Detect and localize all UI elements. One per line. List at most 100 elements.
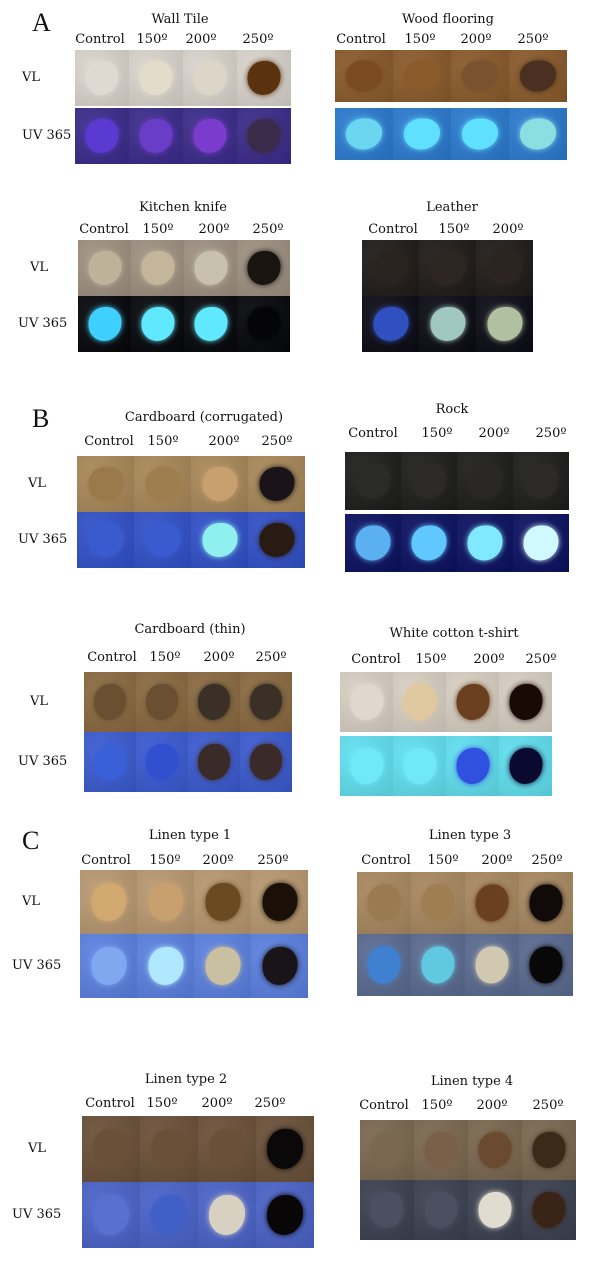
column-header: 200º	[473, 652, 505, 667]
stain-spot	[145, 523, 180, 557]
panel-title: Linen type 2	[144, 1072, 228, 1087]
vl-sample-photo	[468, 1120, 522, 1180]
uv-sample-photo	[393, 736, 446, 796]
uv-sample-photo	[345, 514, 401, 572]
vl-sample-photo	[77, 456, 134, 512]
stain-spot	[350, 748, 383, 784]
vl-sample-photo	[414, 1120, 468, 1180]
stain-spot	[532, 1132, 566, 1168]
stain-spot	[194, 307, 227, 341]
stain-spot	[478, 1192, 512, 1228]
uv-sample-photo	[414, 1180, 468, 1240]
stain-spot	[475, 884, 509, 922]
column-header: 150º	[404, 32, 436, 47]
column-header: 250º	[535, 426, 567, 441]
uv-sample-photo	[131, 296, 184, 352]
stain-spot	[370, 1132, 404, 1168]
vl-sample-photo	[136, 672, 188, 732]
uv-sample-photo	[251, 934, 308, 998]
stain-spot	[262, 947, 297, 985]
uv-sample-photo	[499, 736, 552, 796]
stain-spot	[403, 748, 436, 784]
uv-sample-photo	[451, 108, 509, 160]
section-letter: A	[32, 8, 51, 37]
uv-sample-photo	[78, 296, 131, 352]
stain-spot	[148, 883, 183, 921]
stain-spot	[91, 947, 126, 985]
uv-sample-photo	[519, 934, 573, 996]
stain-spot	[151, 1195, 187, 1235]
stain-spot	[91, 883, 126, 921]
column-header: 150º	[149, 650, 181, 665]
column-header: 150º	[421, 1098, 453, 1113]
panel-title: Cardboard (corrugated)	[124, 410, 284, 425]
vl-sample-photo	[82, 1116, 140, 1182]
stain-spot	[93, 1129, 129, 1169]
vl-sample-photo	[237, 240, 290, 296]
stain-spot	[509, 748, 542, 784]
uv-sample-photo	[237, 296, 290, 352]
stain-spot	[523, 525, 559, 561]
column-header: 200º	[492, 222, 524, 237]
stain-spot	[202, 467, 237, 501]
vl-sample-photo	[465, 872, 519, 934]
stain-spot	[139, 119, 173, 153]
vl-sample-photo	[75, 50, 129, 106]
stain-spot	[209, 1195, 245, 1235]
vl-sample-photo	[499, 672, 552, 732]
column-header: Control	[81, 853, 131, 868]
row-label-vl: VL	[28, 1141, 47, 1156]
stain-spot	[529, 884, 563, 922]
uv-sample-photo	[362, 296, 419, 352]
stain-spot	[247, 119, 281, 153]
uv-sample-photo	[335, 108, 393, 160]
panel-title: Linen type 3	[428, 828, 512, 843]
vl-sample-photo	[80, 870, 137, 934]
stain-spot	[350, 684, 383, 720]
stain-spot	[202, 523, 237, 557]
section-letter: C	[22, 826, 40, 855]
stain-spot	[88, 467, 123, 501]
column-header: 250º	[255, 650, 287, 665]
uv-sample-photo	[137, 934, 194, 998]
row-label-uv: UV 365	[12, 958, 62, 973]
vl-sample-photo	[184, 240, 237, 296]
vl-sample-photo	[198, 1116, 256, 1182]
column-header: 200º	[202, 853, 234, 868]
uv-sample-photo	[75, 108, 129, 164]
uv-sample-photo	[136, 732, 188, 792]
stain-spot	[209, 1129, 245, 1169]
row-label-vl: VL	[28, 476, 47, 491]
panel-title: Wall Tile	[151, 12, 209, 27]
vl-sample-photo	[134, 456, 191, 512]
uv-sample-photo	[468, 1180, 522, 1240]
stain-spot	[346, 60, 382, 92]
column-header: 150º	[415, 652, 447, 667]
column-header: 200º	[208, 434, 240, 449]
stain-spot	[467, 463, 503, 499]
stain-spot	[247, 61, 281, 95]
panel-title: Linen type 1	[148, 828, 232, 843]
stain-spot	[205, 883, 240, 921]
stain-spot	[250, 744, 282, 780]
uv-sample-photo	[340, 736, 393, 796]
stain-spot	[373, 307, 408, 341]
column-header: 200º	[185, 32, 217, 47]
row-label-uv: UV 365	[18, 532, 68, 547]
stain-spot	[456, 748, 489, 784]
row-label-uv: UV 365	[18, 754, 68, 769]
panel-title: Wood flooring	[402, 12, 494, 27]
column-header: 250º	[257, 853, 289, 868]
column-header: Control	[348, 426, 398, 441]
uv-sample-photo	[84, 732, 136, 792]
uv-sample-photo	[194, 934, 251, 998]
column-header: 250º	[525, 652, 557, 667]
column-header: 250º	[242, 32, 274, 47]
column-header: Control	[361, 853, 411, 868]
stain-spot	[462, 60, 498, 92]
uv-sample-photo	[237, 108, 291, 164]
uv-sample-photo	[513, 514, 569, 572]
uv-sample-photo	[256, 1182, 314, 1248]
stain-spot	[523, 463, 559, 499]
uv-sample-photo	[240, 732, 292, 792]
